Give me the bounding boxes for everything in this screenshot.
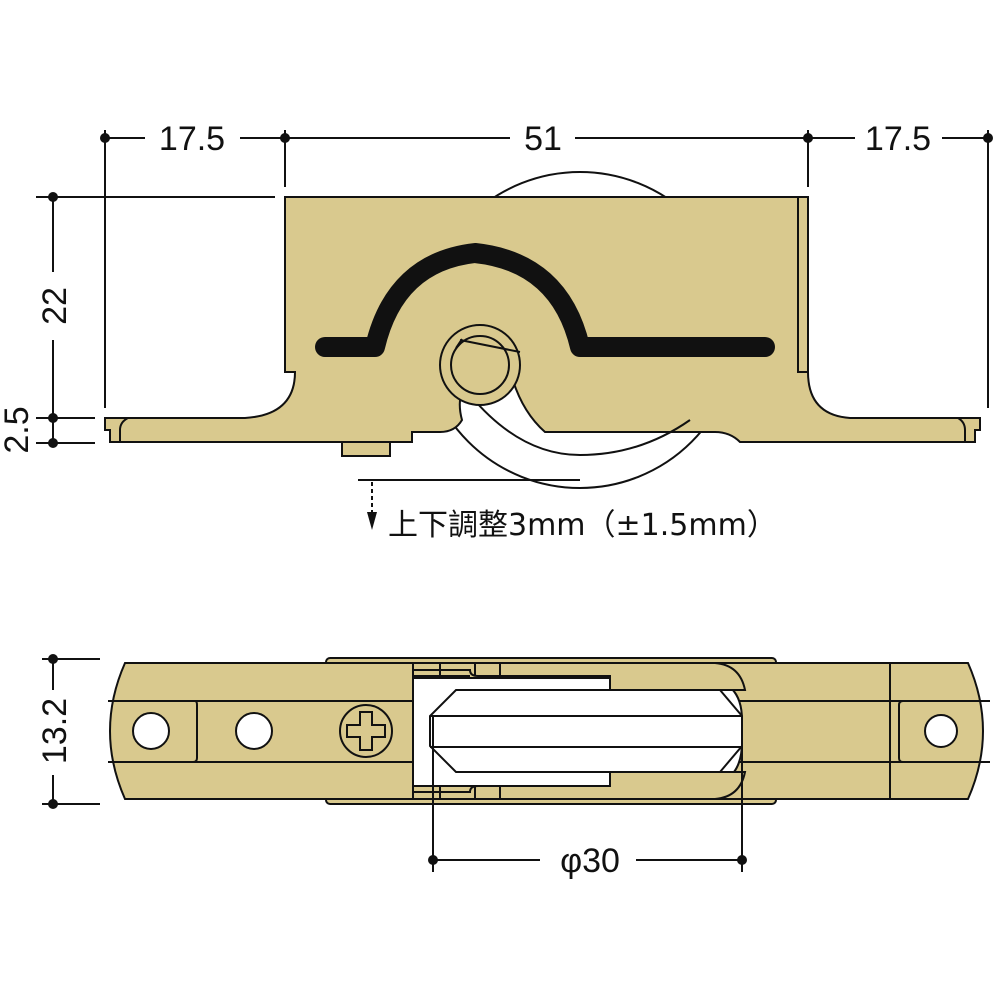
mount-hole-2 bbox=[235, 712, 273, 750]
adjust-foot bbox=[341, 441, 391, 457]
dim-wheel-diameter: φ30 bbox=[560, 842, 620, 880]
dim-right-overhang: 17.5 bbox=[865, 120, 931, 158]
dim-left-overhang: 17.5 bbox=[159, 120, 225, 158]
dim-base-thickness: 2.5 bbox=[0, 406, 36, 453]
side-view bbox=[104, 171, 981, 489]
down-arrow-icon bbox=[367, 512, 377, 530]
right-lip bbox=[954, 417, 981, 443]
roller-body bbox=[109, 196, 976, 443]
mount-hole-3 bbox=[924, 714, 958, 748]
dim-height: 22 bbox=[36, 287, 74, 325]
bottom-view bbox=[108, 657, 990, 805]
bottom-dimensions: 13.2 φ30 bbox=[36, 654, 747, 880]
dim-body-width: 51 bbox=[524, 120, 562, 158]
axle-channel bbox=[315, 243, 775, 357]
axle-inner bbox=[450, 335, 510, 395]
side-dimensions: 17.5 51 17.5 22 2.5 上下調整3mm（±1.5mm） bbox=[0, 120, 993, 543]
wheel-inner-arc bbox=[469, 394, 691, 457]
axle-slot bbox=[455, 338, 521, 353]
dim-bottom-width: 13.2 bbox=[36, 698, 74, 764]
side-plate bbox=[797, 196, 809, 373]
adjustment-note: 上下調整3mm（±1.5mm） bbox=[388, 508, 777, 543]
wheel-profile bbox=[429, 689, 743, 773]
left-lip bbox=[104, 417, 129, 443]
mount-hole-1 bbox=[132, 712, 170, 750]
